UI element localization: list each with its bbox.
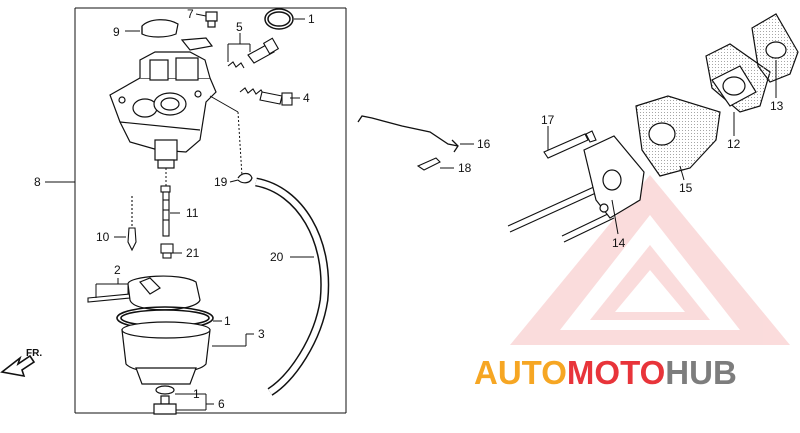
front-direction-arrow: FR. <box>0 348 42 378</box>
part-screw-spring-5 <box>227 37 280 69</box>
part-spacer-12 <box>705 43 771 113</box>
watermark-brand: AUTOMOTOHUB <box>474 354 737 391</box>
carburetor-body <box>109 37 217 169</box>
callout-16: 16 <box>477 137 491 151</box>
callout-7: 7 <box>187 7 194 21</box>
part-oring-top <box>264 8 294 30</box>
callout-19: 19 <box>214 175 228 189</box>
callout-14: 14 <box>612 236 626 250</box>
callout-11: 11 <box>186 206 199 220</box>
watermark-logo-triangle <box>510 175 790 345</box>
watermark-hub: HUB <box>665 354 737 391</box>
part-cap <box>141 19 179 38</box>
callout-10: 10 <box>96 230 110 244</box>
callout-6: 6 <box>218 397 225 411</box>
part-screw-7 <box>205 11 218 28</box>
part-insulator-14 <box>583 135 645 219</box>
watermark-moto: MOTO <box>567 354 665 391</box>
callout-1-bottom: 1 <box>193 387 200 401</box>
callout-4: 4 <box>303 91 310 105</box>
callout-21: 21 <box>186 246 200 260</box>
leader-body-19 <box>209 95 239 113</box>
callout-17: 17 <box>541 113 555 127</box>
callout-18: 18 <box>458 161 472 175</box>
callout-9: 9 <box>113 25 120 39</box>
part-needle-10 <box>127 196 137 252</box>
callout-3: 3 <box>258 327 265 341</box>
part-pin-2 <box>87 293 131 303</box>
part-drain-bolt-6 <box>153 385 177 415</box>
leader-body-19b <box>237 111 243 177</box>
callout-1-top: 1 <box>308 12 315 26</box>
watermark-text: AUTOMOTOHUB <box>474 354 737 391</box>
part-jet-21 <box>160 243 174 259</box>
callout-20: 20 <box>270 250 284 264</box>
carburetor-float <box>127 275 201 311</box>
callout-1-middle: 1 <box>224 314 231 328</box>
callout-2: 2 <box>114 263 121 277</box>
part-clip-18 <box>416 157 441 171</box>
leader-lines <box>45 13 777 411</box>
callout-5: 5 <box>236 20 243 34</box>
part-nozzle-11 <box>160 185 171 237</box>
watermark-auto: AUTO <box>474 354 567 391</box>
callout-12: 12 <box>727 137 741 151</box>
part-gasket-15 <box>635 95 721 177</box>
callout-numbers: 9 7 1 5 4 8 19 11 10 21 20 2 1 3 1 6 16 … <box>34 7 784 411</box>
assembly-bracket <box>74 7 347 414</box>
part-fuel-tube-20 <box>254 177 330 396</box>
part-float-chamber-3 <box>121 321 211 385</box>
part-bolts-17 <box>507 130 615 243</box>
part-clip-19 <box>237 172 253 184</box>
part-screw-spring-4 <box>239 87 293 106</box>
part-gasket-13 <box>751 13 799 83</box>
callout-15: 15 <box>679 181 693 195</box>
part-choke-rod-16 <box>357 115 459 153</box>
callout-8: 8 <box>34 175 41 189</box>
front-label: FR. <box>26 348 42 359</box>
callout-13: 13 <box>770 99 784 113</box>
